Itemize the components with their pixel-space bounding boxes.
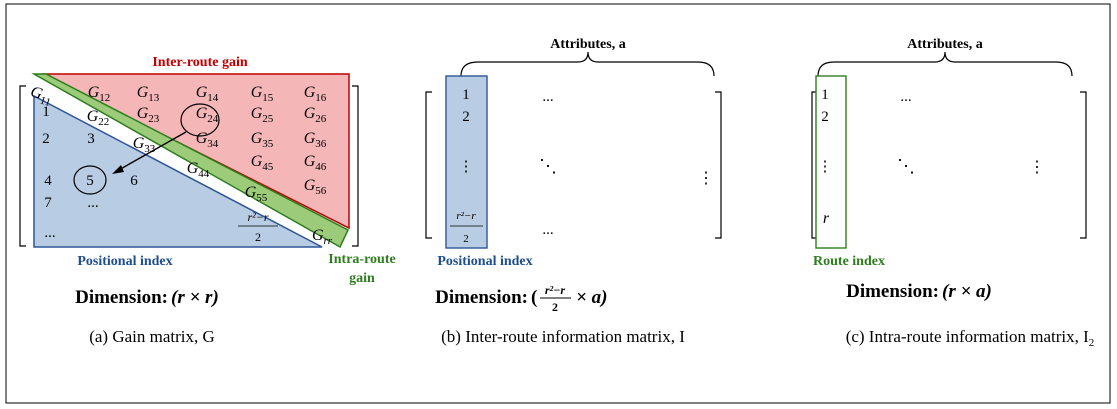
gain-cell-upper: G25 [251,105,274,125]
fraction-numerator: r²−r [247,210,268,224]
positional-column [445,75,488,249]
ddots: ⋱ [897,156,915,176]
gain-cell-upper: G12 [88,84,111,104]
left-bracket [425,91,432,239]
dimension-label: Dimension: [846,281,939,302]
row-hdots: ... [900,89,911,105]
caption-a: (a) Gain matrix, G [89,327,215,346]
dimension-label: Dimension: [75,287,168,308]
column-vdots: ⋮ [818,159,833,175]
row-hdots: ... [542,89,553,105]
gain-cell-upper: G14 [196,84,219,104]
fraction-denominator: 2 [463,233,469,245]
column-value: 1 [821,87,829,103]
positional-index-label: Positional index [77,254,172,269]
dimension-frac-denominator: 2 [552,300,558,314]
gain-cell-diagonal: G11 [27,83,54,109]
position-value: 3 [87,131,95,147]
highlight-circle-5 [73,165,107,195]
intra-route-gain-label-line2: gain [349,271,375,286]
position-value: 7 [44,195,52,211]
position-value: 2 [42,131,50,147]
panel-c-intra-route-matrix: Attributes, a 1 2 ⋮ r ... ⋱ ⋮ Route inde… [811,37,1095,349]
gain-cell-upper: G46 [304,153,327,173]
diagonal-band [31,73,349,249]
attributes-brace [460,51,715,77]
right-bracket [715,91,722,239]
gain-cell-upper: G35 [251,130,274,150]
gain-cell-upper: G24 [196,105,219,125]
arrowhead-icon [112,165,124,174]
gain-cell-upper: G56 [304,177,327,197]
dimension-expression: (r × a) [942,281,992,302]
right-bracket [352,85,359,247]
fraction-numerator: r²−r [456,210,476,222]
route-index-label: Route index [813,254,885,269]
mapping-arrow [116,131,187,172]
column-vdots-right: ⋮ [1029,159,1045,176]
gain-cell-upper: G16 [304,84,327,104]
position-value: 1 [42,104,50,120]
position-value: 4 [44,173,52,189]
position-ellipsis: ... [87,195,98,211]
position-value: 5 [86,173,94,189]
left-bracket [19,85,26,247]
gain-cell-upper: G34 [196,130,219,150]
highlight-circle-g24 [180,103,220,137]
attributes-brace [817,51,1073,77]
dimension-tail: × a) [576,287,607,308]
gain-cell-diagonal: G33 [133,135,156,155]
column-vdots-right: ⋮ [698,170,714,187]
column-value: 2 [821,109,829,125]
intra-route-gain-label: Intra-route [328,252,395,267]
route-column [815,75,847,249]
caption-b: (b) Inter-route information matrix, I [441,327,685,346]
ddots: ⋱ [539,156,557,176]
position-value: 6 [130,173,138,189]
gain-cell-diagonal: G44 [187,160,210,180]
panel-b-inter-route-matrix: Attributes, a 1 2 ⋮ r²−r 2 ... ⋱ ⋮ ... P… [425,37,722,346]
right-bracket [1080,91,1087,239]
fraction-denominator: 2 [255,230,261,244]
positional-index-label: Positional index [437,254,532,269]
inter-route-gain-label: Inter-route gain [152,55,247,70]
dimension-label: Dimension: [435,287,528,308]
gain-cell-diagonal: G55 [245,184,268,204]
gain-cell-upper: G26 [304,105,327,125]
lower-triangle [33,94,323,248]
gain-cell-diagonal: Grr [312,227,333,247]
gain-cell-upper: G45 [251,153,274,173]
gain-cell-upper: G23 [137,105,160,125]
dimension-open-paren: ( [531,287,537,308]
dimension-frac-numerator: r²−r [545,283,566,297]
column-vdots: ⋮ [459,159,474,175]
figure-border [5,3,1111,404]
caption-c: (c) Intra-route information matrix, I2 [846,327,1095,349]
gain-cell-upper: G36 [304,130,327,150]
gain-cell-upper: G13 [137,84,160,104]
gain-cell-upper: G15 [251,84,274,104]
gain-cell-diagonal: G22 [87,108,110,128]
attributes-label: Attributes, a [550,37,625,52]
column-value: 2 [462,109,470,125]
position-ellipsis: ... [44,225,55,241]
column-value-r: r [823,210,830,227]
column-value: 1 [462,87,470,103]
row-hdots: ... [542,222,553,238]
attributes-label: Attributes, a [907,37,982,52]
dimension-expression: (r × r) [171,287,219,308]
left-bracket [811,91,818,239]
